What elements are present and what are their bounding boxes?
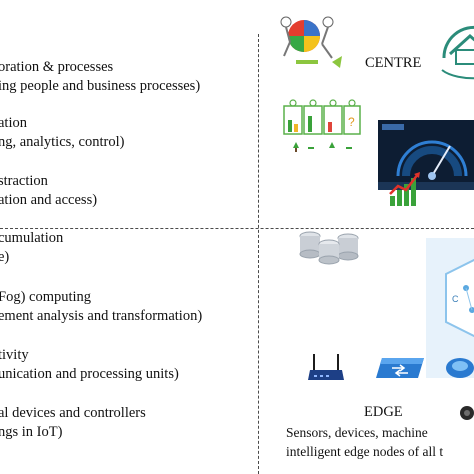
- centre-edge-divider: [0, 228, 474, 229]
- layer-title: cumulation: [0, 230, 64, 246]
- layer-title: ation: [0, 115, 27, 131]
- svg-text:C: C: [452, 294, 459, 304]
- layer-abstraction: straction ation and access): [0, 172, 256, 210]
- layer-desc: unication and processing units): [0, 366, 179, 382]
- camera-device-icon: [460, 406, 474, 420]
- layer-collaboration: oration & processes ing people and busin…: [0, 58, 256, 96]
- layer-application: ation ng, analytics, control): [0, 114, 256, 152]
- layer-desc: e): [0, 249, 10, 265]
- layer-connectivity: tivity unication and processing units): [0, 346, 256, 384]
- centre-label: CENTRE: [365, 55, 422, 71]
- house-network-icon: [441, 25, 474, 80]
- speedometer-icon: [378, 120, 474, 190]
- edge-description: Sensors, devices, machine intelligent ed…: [286, 423, 443, 461]
- layer-title: straction: [0, 173, 48, 189]
- layer-title: tivity: [0, 347, 29, 363]
- dashboard-bars-icon: ?: [283, 99, 361, 152]
- edge-description-line: Sensors, devices, machine: [286, 425, 428, 440]
- layer-desc: ement analysis and transformation): [0, 308, 203, 324]
- layer-physical-devices: al devices and controllers ngs in IoT): [0, 404, 256, 442]
- puzzle-people-icon: [280, 16, 342, 68]
- router-icon: [308, 354, 344, 380]
- edge-description-line: intelligent edge nodes of all t: [286, 444, 444, 459]
- layer-desc: ng, analytics, control): [0, 134, 125, 150]
- layer-title: Fog) computing: [0, 289, 92, 305]
- layer-desc: ation and access): [0, 192, 98, 208]
- network-switch-icon: [376, 358, 424, 378]
- layer-desc: ing people and business processes): [0, 78, 201, 94]
- edge-label: EDGE: [364, 404, 403, 420]
- layer-fog-computing: Fog) computing ement analysis and transf…: [0, 288, 256, 326]
- hexagon-hub-icon: C: [426, 238, 474, 378]
- layer-accumulation: cumulation e): [0, 229, 256, 267]
- layer-title: al devices and controllers: [0, 405, 146, 421]
- database-stack-icon: [299, 231, 359, 265]
- vertical-divider: [258, 34, 259, 474]
- sensor-icon: [446, 358, 474, 378]
- growth-chart-icon: [389, 172, 420, 206]
- layer-title: oration & processes: [0, 59, 114, 75]
- layer-desc: ngs in IoT): [0, 424, 63, 440]
- svg-text:?: ?: [348, 115, 355, 129]
